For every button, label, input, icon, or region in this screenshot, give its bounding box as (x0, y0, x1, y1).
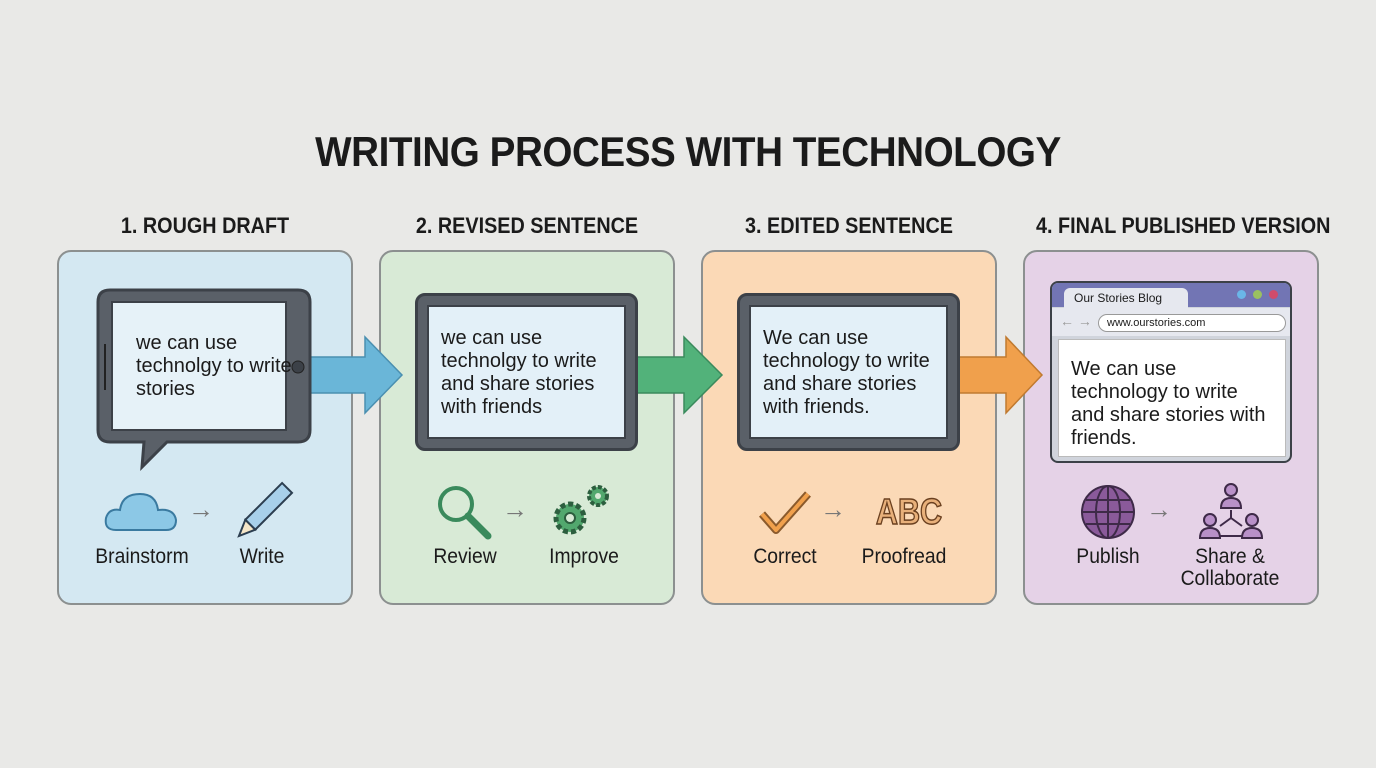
window-dot-icon (1237, 290, 1246, 299)
step2-header: 2. REVISED SENTENCE (415, 213, 639, 238)
label-write: Write (239, 545, 285, 568)
label-proofread: Proofread (861, 545, 947, 568)
label-publish: Publish (1076, 545, 1140, 568)
arrow-right-icon: → (1146, 494, 1172, 524)
speech-bubble-tablet-icon (96, 288, 312, 471)
label-brainstorm: Brainstorm (95, 545, 189, 568)
abc-icon: ABC (875, 491, 943, 533)
label-review: Review (433, 545, 497, 568)
checkmark-icon (758, 491, 811, 534)
browser-tab[interactable]: Our Stories Blog (1064, 288, 1188, 308)
window-dot-icon (1253, 290, 1262, 299)
step2-text: we can use technolgy to write and share … (427, 305, 626, 439)
close-dot-icon[interactable] (1269, 290, 1278, 299)
label-improve: Improve (549, 545, 619, 568)
magnifier-icon (438, 486, 492, 540)
step1-header: 1. ROUGH DRAFT (120, 213, 290, 238)
label-correct: Correct (753, 545, 817, 568)
people-network-icon (1198, 483, 1264, 539)
step2-tablet: we can use technolgy to write and share … (415, 293, 638, 451)
arrow-blue-icon (309, 335, 404, 415)
label-share-collaborate: Share & Collaborate (1180, 545, 1280, 590)
url-bar[interactable]: www.ourstories.com (1098, 314, 1286, 332)
step3-tablet: We can use technology to write and share… (737, 293, 960, 451)
gears-icon (553, 485, 609, 535)
diagram-title: WRITING PROCESS WITH TECHNOLOGY (315, 128, 1061, 175)
step3-text: We can use technology to write and share… (749, 305, 948, 439)
arrow-orange-icon (957, 335, 1044, 415)
step4-header: 4. FINAL PUBLISHED VERSION (1036, 213, 1331, 238)
back-forward-icon[interactable]: ← → (1060, 313, 1092, 329)
step3-header: 3. EDITED SENTENCE (745, 213, 953, 238)
arrow-right-icon: → (188, 494, 214, 524)
arrow-green-icon (635, 335, 724, 415)
arrow-right-icon: → (502, 494, 528, 524)
step4-text: We can use technology to write and share… (1058, 339, 1286, 457)
arrow-right-icon: → (820, 494, 846, 524)
browser-window: Our Stories Blog ← → www.ourstories.com … (1050, 281, 1292, 463)
globe-icon (1081, 485, 1135, 539)
cloud-icon (104, 492, 178, 531)
pencil-icon (237, 481, 294, 538)
step1-text: we can use technolgy to write stories (136, 332, 292, 400)
